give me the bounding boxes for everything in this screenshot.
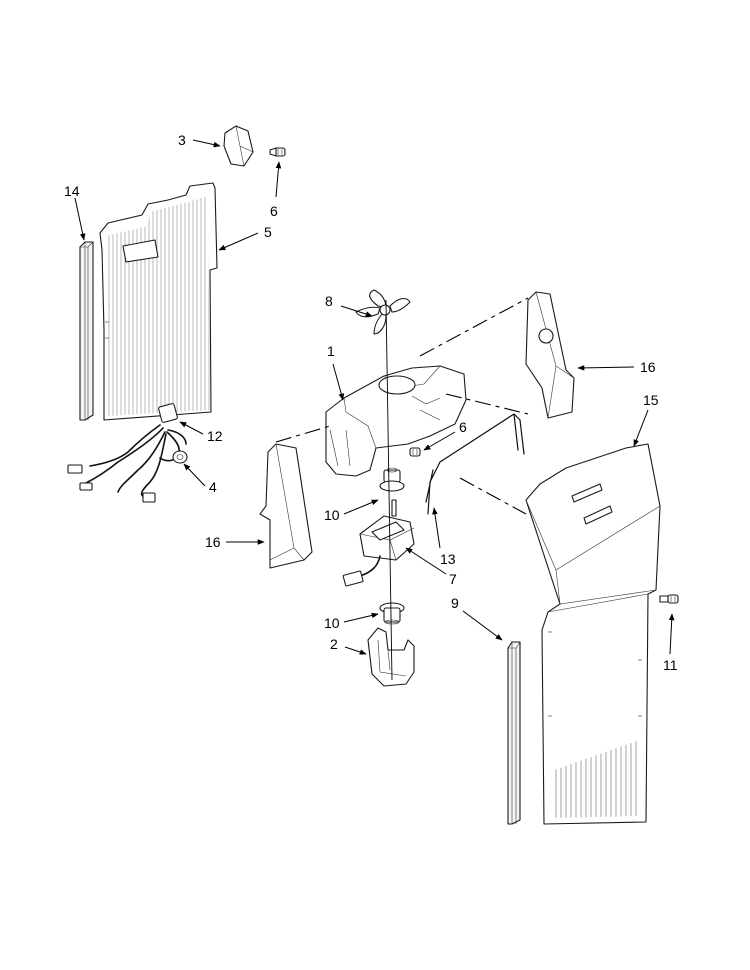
- callout-14: 14: [64, 183, 80, 199]
- callout-8: 8: [325, 293, 333, 309]
- assembly-lines: [275, 297, 529, 681]
- part-6-screw-top: [269, 147, 286, 157]
- callout-4: 4: [209, 479, 217, 495]
- part-16-duct-side-right: [525, 291, 575, 419]
- part-10-grommet-lower: [379, 602, 405, 625]
- part-4-grommet: [172, 450, 188, 464]
- part-3-cap: [223, 125, 254, 167]
- part-11-screw: [659, 594, 679, 604]
- callout-15: 15: [643, 392, 659, 408]
- callout-5: 5: [264, 224, 272, 240]
- callout-2: 2: [330, 636, 338, 652]
- callout-6-middle: 6: [459, 419, 467, 435]
- callout-1: 1: [327, 343, 335, 359]
- callout-16-right: 16: [640, 359, 656, 375]
- callout-12: 12: [207, 428, 223, 444]
- part-14-seal-strip: [79, 241, 94, 421]
- part-9-seal-strip: [507, 641, 521, 825]
- callout-6-top: 6: [270, 203, 278, 219]
- part-16-duct-side-left: [259, 443, 313, 569]
- callout-9: 9: [451, 595, 459, 611]
- part-13-wire-rod: [425, 413, 525, 515]
- callout-10-upper: 10: [324, 507, 340, 523]
- part-2-motor-bracket: [367, 627, 415, 687]
- callout-16-left: 16: [205, 534, 221, 550]
- callout-7: 7: [449, 571, 457, 587]
- part-12-wire-harness: [67, 403, 187, 503]
- callout-labels: 3 6 14 5 8 1 16 15 12 6 4 10 16 13 7 9 1…: [64, 132, 678, 673]
- part-5-rear-cover: [99, 182, 218, 421]
- leader-lines: [74, 139, 675, 655]
- part-15-front-cover: [525, 443, 661, 825]
- part-8-fan-blade: [355, 289, 411, 335]
- part-7-fan-motor: [342, 499, 415, 587]
- callout-11: 11: [663, 657, 678, 673]
- part-1-fan-housing: [325, 365, 467, 477]
- callout-3: 3: [178, 132, 186, 148]
- part-10-grommet-upper: [379, 467, 405, 492]
- callout-13: 13: [440, 551, 456, 567]
- part-6-screw-middle: [409, 447, 421, 457]
- callout-10-lower: 10: [324, 615, 340, 631]
